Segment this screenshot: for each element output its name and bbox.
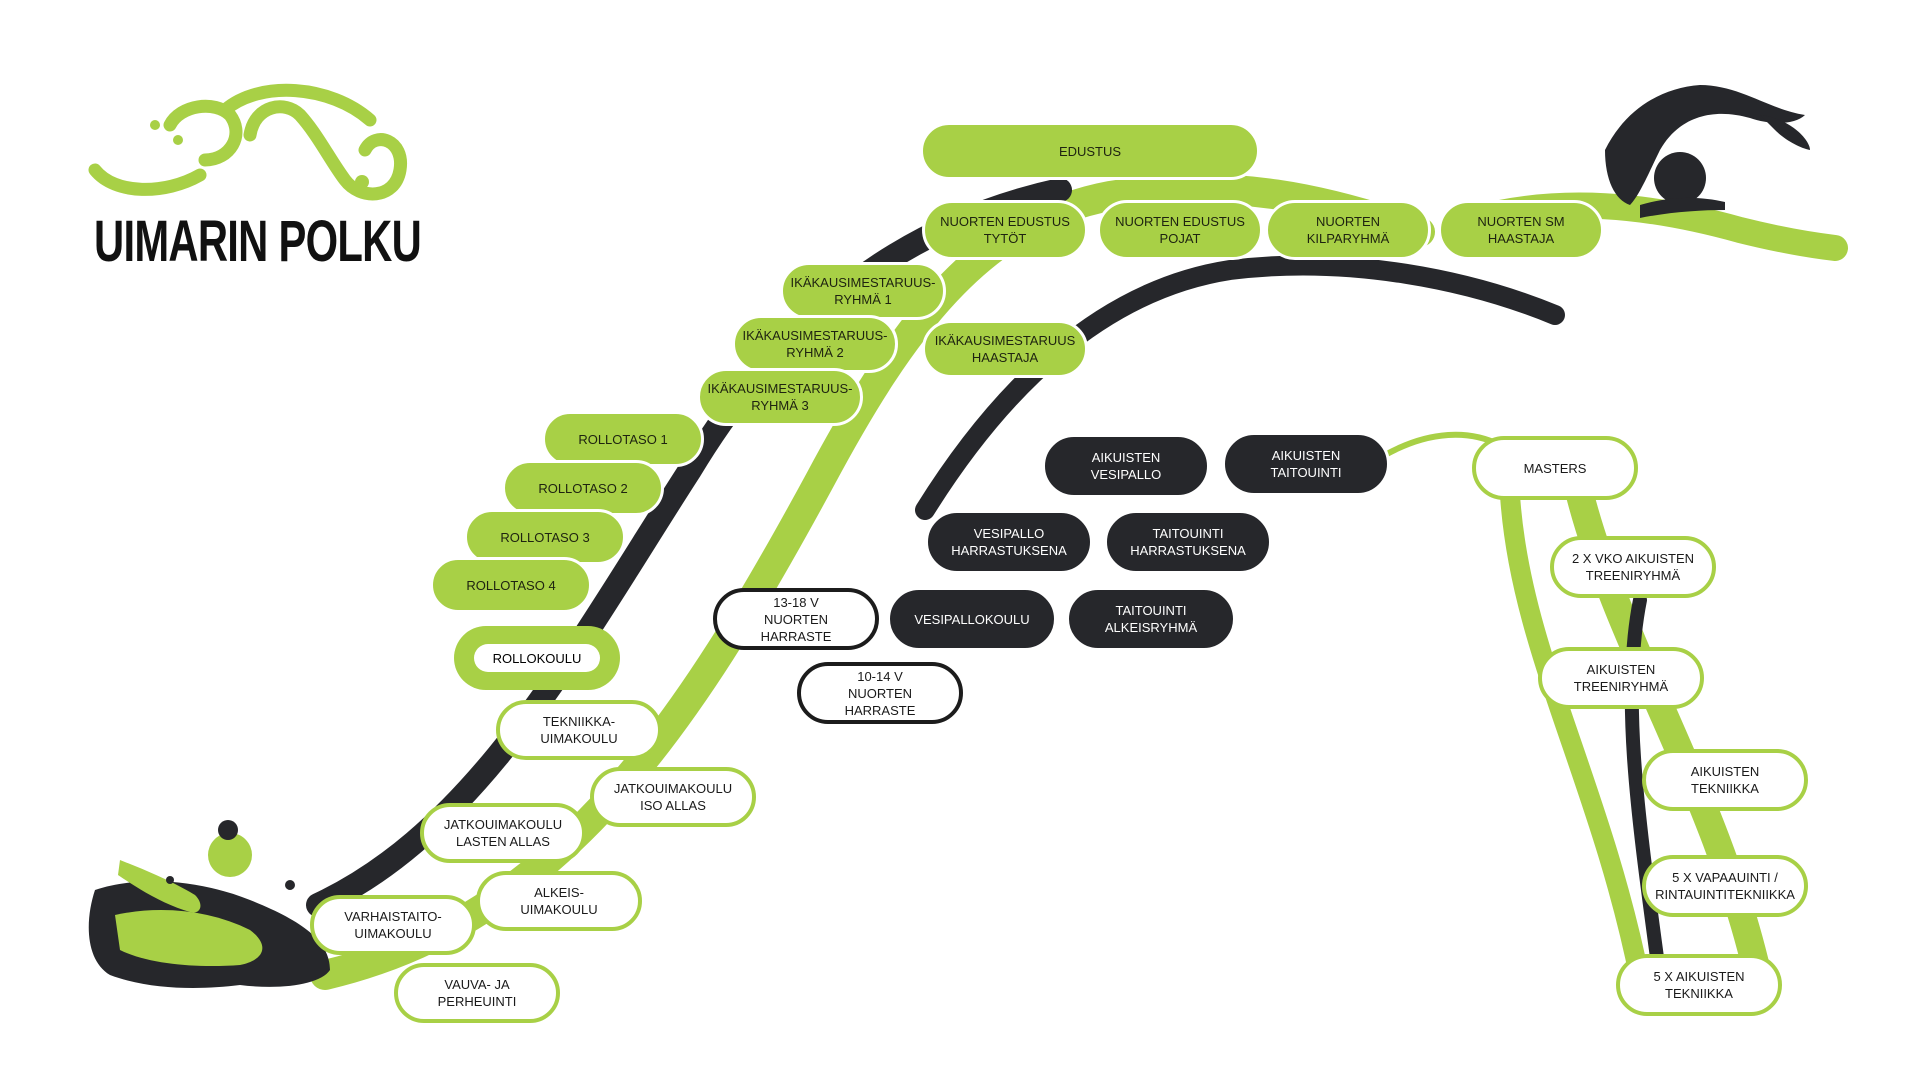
- child-swimmer-illustration-icon: [88, 820, 330, 988]
- node-vesipallo-harrastuksena: VESIPALLO HARRASTUKSENA: [925, 510, 1093, 574]
- node-masters: MASTERS: [1472, 436, 1638, 500]
- node-aikuisten-tekniikka-5x: 5 X AIKUISTEN TEKNIIKKA: [1616, 954, 1782, 1016]
- node-nuorten-edustus-tytot: NUORTEN EDUSTUS TYTÖT: [922, 200, 1088, 260]
- node-tekniikka-uimakoulu: TEKNIIKKA- UIMAKOULU: [496, 700, 662, 760]
- adults-dark-band: [1624, 593, 1667, 987]
- rollokoulu-label: ROLLOKOULU: [474, 644, 600, 672]
- node-aikuisten-treeniryhma-2x: 2 X VKO AIKUISTEN TREENIRYHMÄ: [1550, 536, 1716, 598]
- node-aikuisten-tekniikka: AIKUISTEN TEKNIIKKA: [1642, 749, 1808, 811]
- page-title: UIMARIN POLKU: [94, 209, 422, 274]
- node-nuorten-harraste-10-14: 10-14 V NUORTEN HARRASTE: [797, 662, 963, 724]
- node-rollokoulu: ROLLOKOULU: [454, 626, 620, 690]
- club-logo-icon: [88, 83, 407, 201]
- node-nuorten-kilparyhma: NUORTEN KILPARYHMÄ: [1265, 200, 1431, 260]
- node-aikuisten-taitouinti: AIKUISTEN TAITOUINTI: [1222, 432, 1390, 496]
- node-taitouinti-alkeisryhma: TAITOUINTI ALKEISRYHMÄ: [1066, 587, 1236, 651]
- node-taitouinti-harrastuksena: TAITOUINTI HARRASTUKSENA: [1104, 510, 1272, 574]
- adults-green-band-a: [1500, 485, 1650, 990]
- node-vapaauinti-rintauinti: 5 X VAPAAUINTI / RINTAUINTITEKNIIKKA: [1642, 855, 1808, 917]
- node-ikm-ryhma-2: IKÄKAUSIMESTARUUS- RYHMÄ 2: [732, 315, 898, 373]
- swimmer-illustration-icon: [1605, 85, 1810, 218]
- node-jatkouimakoulu-iso-allas: JATKOUIMAKOULU ISO ALLAS: [590, 767, 756, 827]
- node-vauva-ja-perheuinti: VAUVA- JA PERHEUINTI: [394, 963, 560, 1023]
- node-alkeisuimakoulu: ALKEIS- UIMAKOULU: [476, 871, 642, 931]
- node-rollotaso-1: ROLLOTASO 1: [542, 411, 704, 467]
- node-aikuisten-vesipallo: AIKUISTEN VESIPALLO: [1042, 434, 1210, 498]
- node-ikm-ryhma-1: IKÄKAUSIMESTARUUS- RYHMÄ 1: [780, 262, 946, 320]
- node-jatkouimakoulu-lasten-allas: JATKOUIMAKOULU LASTEN ALLAS: [420, 803, 586, 863]
- node-ikm-ryhma-3: IKÄKAUSIMESTARUUS- RYHMÄ 3: [697, 368, 863, 426]
- dark-right-arc: [915, 255, 1565, 520]
- node-nuorten-harraste-13-18: 13-18 V NUORTEN HARRASTE: [713, 588, 879, 650]
- node-vesipallokoulu: VESIPALLOKOULU: [887, 587, 1057, 651]
- node-ikm-haastaja: IKÄKAUSIMESTARUUS HAASTAJA: [922, 320, 1088, 378]
- node-rollotaso-2: ROLLOTASO 2: [502, 460, 664, 516]
- node-nuorten-edustus-pojat: NUORTEN EDUSTUS POJAT: [1097, 200, 1263, 260]
- node-rollotaso-4: ROLLOTASO 4: [430, 557, 592, 613]
- node-nuorten-sm-haastaja: NUORTEN SM HAASTAJA: [1438, 200, 1604, 260]
- node-aikuisten-treeniryhma: AIKUISTEN TREENIRYHMÄ: [1538, 647, 1704, 709]
- node-edustus: EDUSTUS: [920, 122, 1260, 180]
- node-varhaistaitouimakoulu: VARHAISTAITO- UIMAKOULU: [310, 895, 476, 955]
- node-rollotaso-3: ROLLOTASO 3: [464, 509, 626, 565]
